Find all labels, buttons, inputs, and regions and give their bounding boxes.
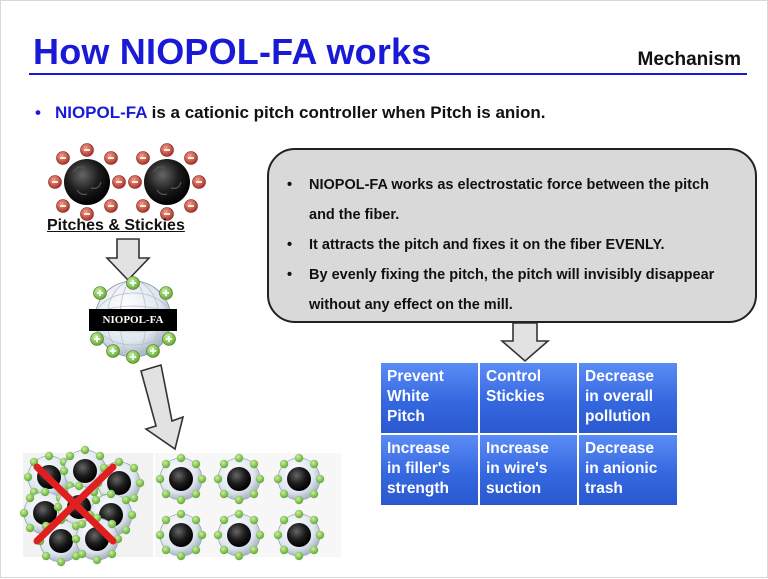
intro-brand: NIOPOL-FA (54, 103, 147, 122)
pitch-particle-right (128, 143, 206, 221)
explanation-item: NIOPOL-FA works as electrostatic force b… (287, 170, 733, 230)
explanation-item: By evenly fixing the pitch, the pitch wi… (287, 260, 733, 320)
uneven-fixing-panel (19, 445, 153, 567)
explanation-list: NIOPOL-FA works as electrostatic force b… (269, 150, 755, 320)
intro-bullet: • NIOPOL-FA is a cationic pitch controlle… (35, 103, 546, 123)
diagonal-arrow (140, 363, 185, 451)
down-arrow-1 (105, 238, 151, 282)
pitch-particle-left (48, 143, 126, 221)
cross-mark-icon (33, 463, 117, 545)
section-label: Mechanism (637, 49, 741, 70)
down-arrow-2 (499, 322, 551, 363)
title-divider (29, 73, 747, 75)
page-title: How NIOPOL-FA works (33, 31, 432, 72)
explanation-callout: NIOPOL-FA works as electrostatic force b… (267, 148, 757, 323)
even-fixing-panel (155, 453, 341, 561)
intro-text: is a cationic pitch controller when Pitc… (146, 103, 546, 122)
pitches-stickies-label: Pitches & Stickies (47, 217, 185, 234)
explanation-item: It attracts the pitch and fixes it on th… (287, 230, 733, 260)
niopol-fa-label: NIOPOL-FA (89, 309, 177, 331)
bullet-icon: • (35, 103, 41, 122)
